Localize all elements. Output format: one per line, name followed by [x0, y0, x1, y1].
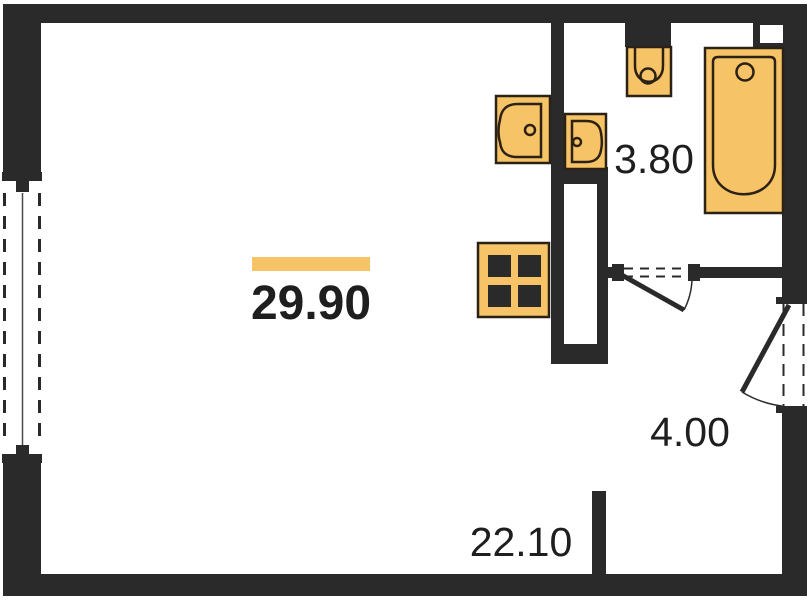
labels: 29.90 3.80 4.00 22.10 [251, 136, 730, 565]
bathtub-inner-outline [711, 55, 777, 196]
bathroom-walls [551, 23, 782, 574]
entrance-door-leaf [739, 303, 792, 394]
bathroom-sink-basin [570, 119, 603, 164]
entrance-jamb-top [776, 297, 807, 304]
toilet [625, 23, 673, 98]
bathroom-area-label: 3.80 [614, 136, 694, 182]
window-handle-bottom [16, 445, 29, 456]
bathroom-wall-south [700, 267, 782, 278]
entrance-door [739, 297, 807, 413]
entrance-door-swing-arc [741, 391, 783, 407]
kitchen-sink-drain [523, 123, 537, 137]
hallway-area-label: 4.00 [650, 409, 730, 455]
window-sill-top [2, 172, 42, 181]
wall-right-lower [782, 413, 807, 596]
bathroom-door-leaf [618, 271, 686, 313]
toilet-bowl-outline [633, 48, 665, 83]
wall-top [3, 4, 807, 23]
bathroom-door-swing-arc [683, 278, 693, 311]
stove-burner-4 [518, 285, 541, 307]
stove [476, 241, 551, 319]
shaft-wall-right [597, 167, 608, 364]
hallway-partition [592, 491, 606, 574]
wall-left-lower [3, 462, 41, 596]
wall-bottom [3, 574, 807, 596]
kitchen-sink [494, 94, 552, 165]
bathroom-door-jamb-right [688, 264, 700, 281]
balcony-window-left [2, 172, 42, 463]
window-handle-top [16, 181, 29, 192]
window-sill-bottom [2, 454, 42, 463]
toilet-bowl [625, 45, 673, 98]
kitchen-sink-basin [497, 102, 543, 159]
total-area-label: 29.90 [251, 277, 371, 330]
living-room-area-label: 22.10 [470, 519, 573, 565]
bathroom-wall-vertical [551, 23, 564, 364]
toilet-drain [639, 67, 657, 85]
stove-burner-3 [488, 285, 511, 307]
bathroom-sink [563, 112, 608, 171]
bathtub [703, 46, 785, 215]
wall-left-upper [3, 4, 41, 173]
total-area-accent-bar [252, 257, 370, 271]
bathroom-sink-drain [571, 136, 583, 148]
bathtub-drain [735, 62, 755, 82]
bathtub-body [703, 46, 785, 215]
corner-duct-notch [760, 25, 783, 43]
stove-burner-2 [518, 255, 541, 277]
bathroom-door [618, 267, 693, 313]
toilet-tank [625, 23, 671, 47]
shaft-wall-bottom [551, 344, 608, 364]
stove-burner-1 [488, 255, 511, 277]
outer-walls [3, 4, 807, 596]
entrance-jamb-bottom [776, 406, 807, 413]
wall-right-upper [782, 4, 807, 297]
